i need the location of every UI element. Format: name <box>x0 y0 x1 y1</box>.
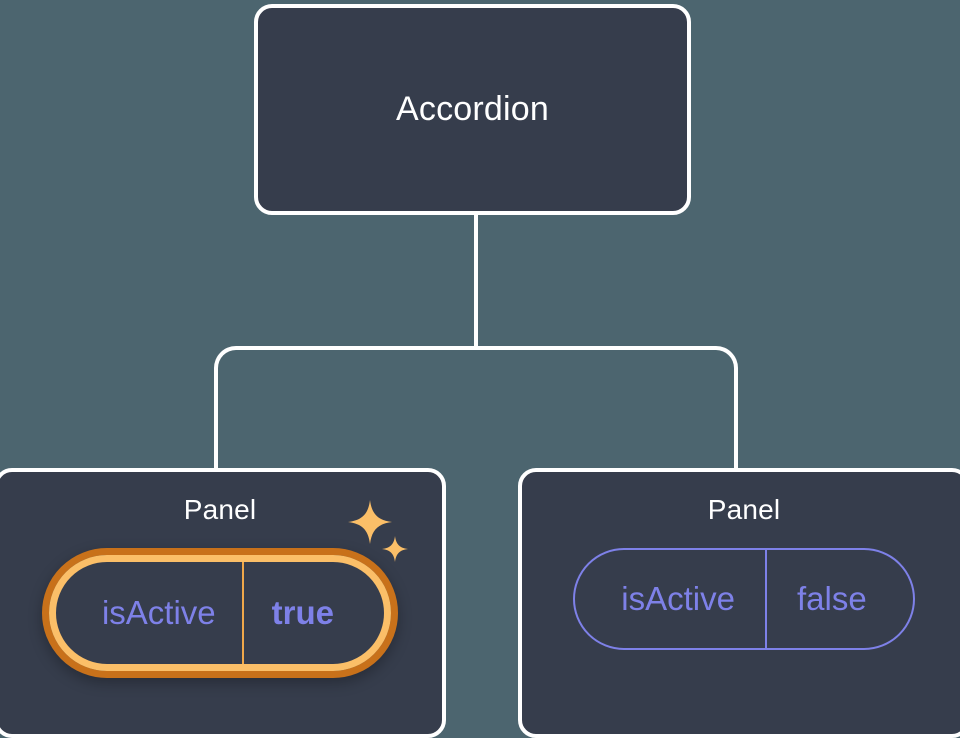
node-title: Panel <box>183 494 257 525</box>
prop-pill-inner-ring: isActive true <box>48 555 392 671</box>
node-panel-inactive[interactable]: Panel isActive false <box>518 468 960 738</box>
connector-stem-root <box>474 213 478 350</box>
node-title: Panel <box>707 494 781 525</box>
node-panel-active[interactable]: Panel isActive true <box>0 468 446 738</box>
prop-pill-wrapper: isActive true <box>0 500 442 678</box>
prop-value: false <box>764 550 913 648</box>
prop-pill[interactable]: isActive false <box>573 548 915 650</box>
prop-key: isActive <box>101 594 216 631</box>
node-title: Accordion <box>396 90 549 128</box>
connector-drop-left <box>214 400 218 472</box>
connector-branch-bar <box>214 346 738 406</box>
prop-pill-highlighted[interactable]: isActive true <box>41 548 399 678</box>
connector-drop-right <box>734 400 738 472</box>
prop-pill-wrapper: isActive false <box>522 548 960 650</box>
prop-key: isActive <box>621 580 735 617</box>
node-accordion[interactable]: Accordion <box>254 4 691 215</box>
sparkle-small-icon <box>382 536 408 562</box>
prop-value: true <box>241 562 384 664</box>
